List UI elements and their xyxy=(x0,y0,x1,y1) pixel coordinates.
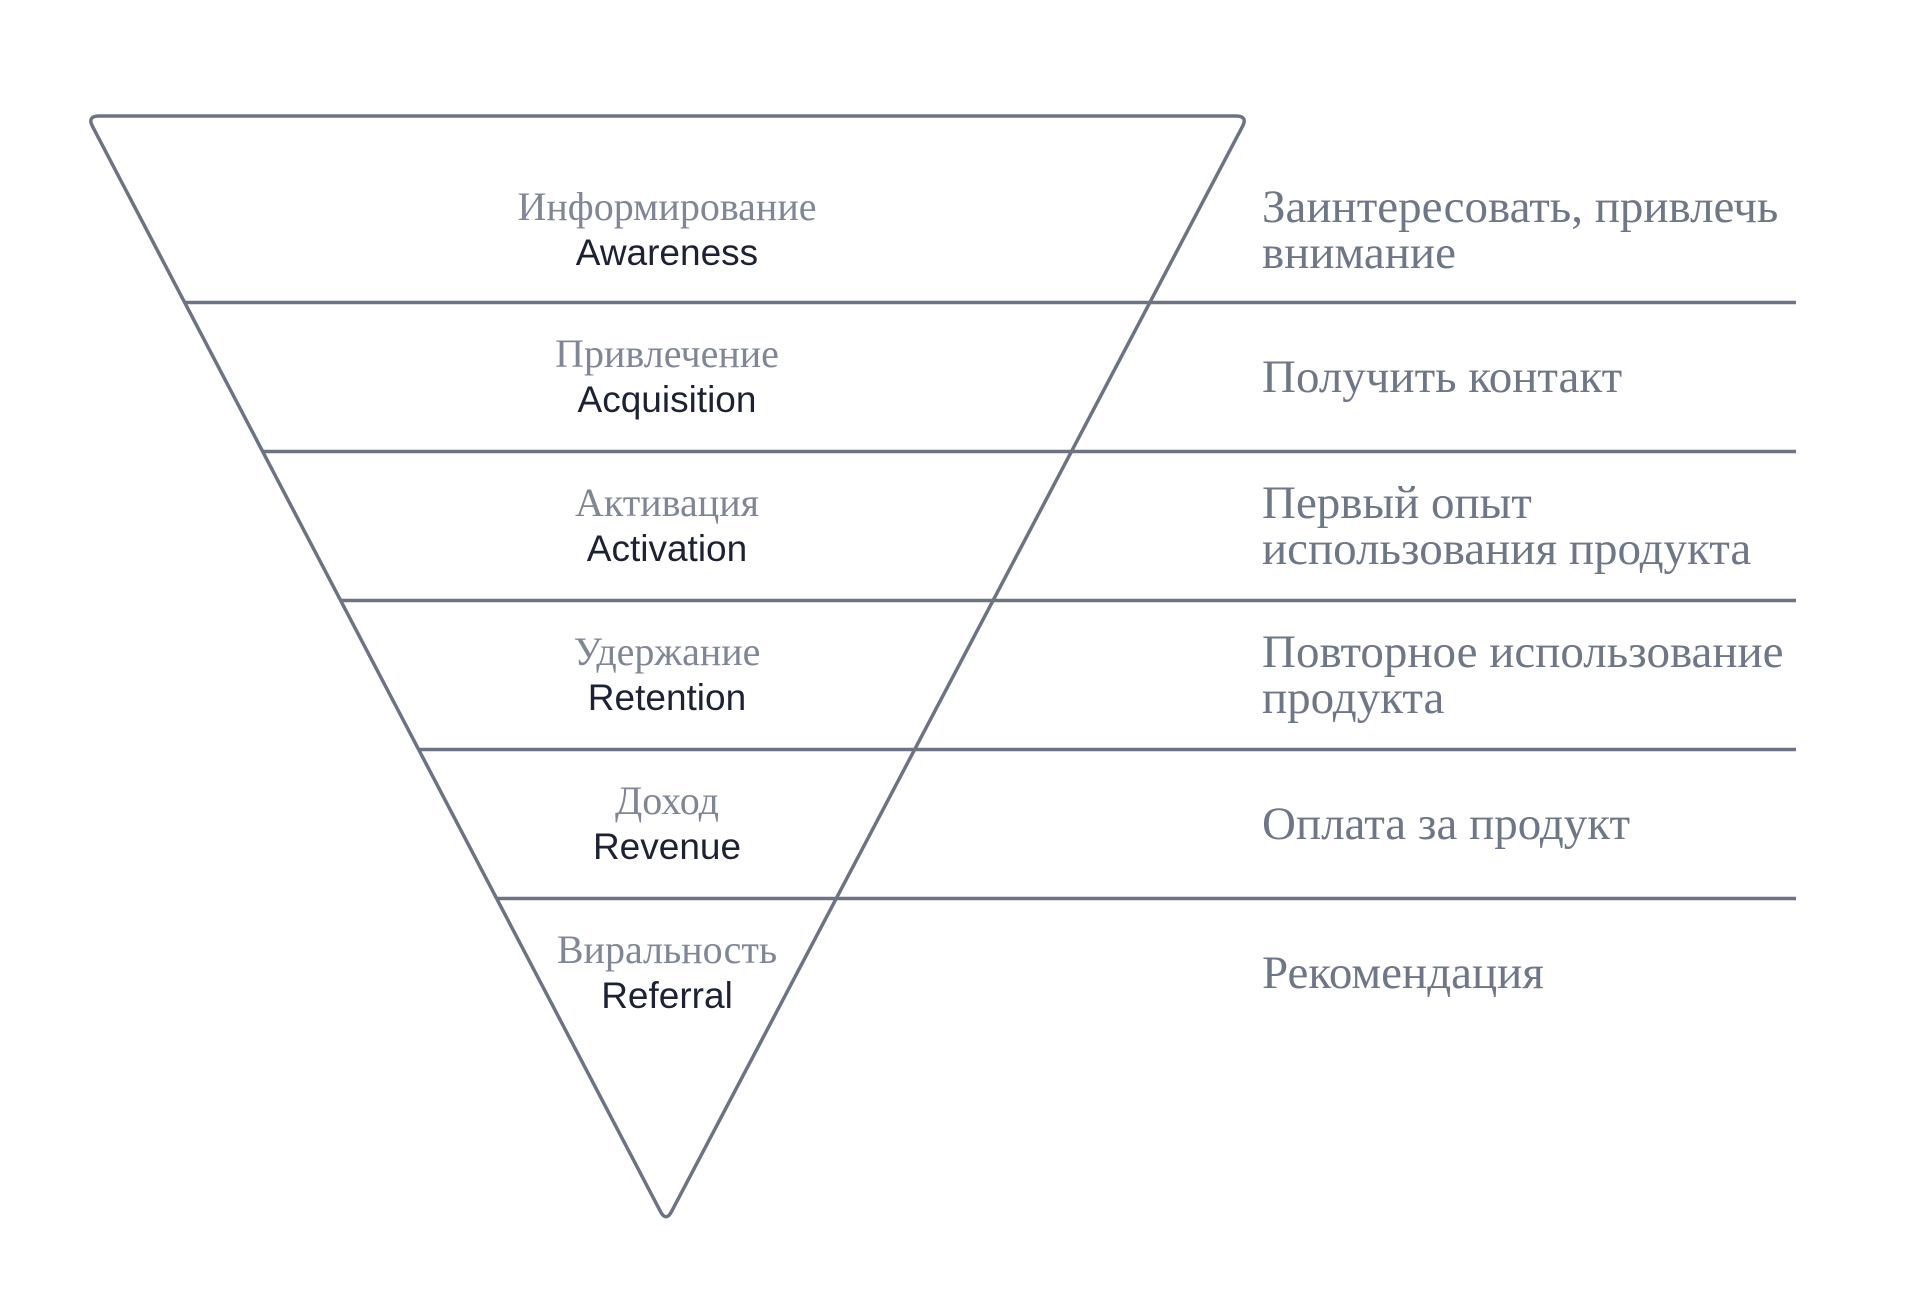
description-line: использования продукта xyxy=(1262,523,1752,575)
description-line: Первый опыт xyxy=(1262,477,1532,529)
stage-retention-labels: Удержание Retention xyxy=(574,629,761,721)
description-line: продукта xyxy=(1262,672,1445,724)
stage-awareness-description: Заинтересовать, привлечь внимание xyxy=(1262,181,1779,279)
description-line: Повторное использование xyxy=(1262,626,1784,678)
stage-label-en: Awareness xyxy=(575,232,759,273)
stage-referral-labels: Виральность Referral xyxy=(557,927,777,1019)
stage-retention-description: Повторное использование продукта xyxy=(1262,626,1784,724)
stage-label-en: Retention xyxy=(587,677,747,718)
stage-label-ru: Удержание xyxy=(573,629,761,674)
stage-label-ru: Доход xyxy=(615,778,719,823)
stage-acquisition-labels: Привлечение Acquisition xyxy=(555,331,779,423)
description-line: Получить контакт xyxy=(1262,351,1623,403)
stage-label-en: Acquisition xyxy=(577,379,757,420)
stage-label-en: Referral xyxy=(601,975,733,1016)
stage-label-ru: Привлечение xyxy=(555,331,779,376)
stage-label-en: Revenue xyxy=(592,826,742,867)
stage-acquisition-description: Получить контакт xyxy=(1262,351,1623,403)
funnel-triangle xyxy=(89,114,1246,1219)
description-line: Оплата за продукт xyxy=(1262,798,1631,850)
stage-activation-description: Первый опыт использования продукта xyxy=(1262,477,1752,575)
stage-activation-labels: Активация Activation xyxy=(575,480,759,572)
stage-awareness-labels: Информирование Awareness xyxy=(517,184,816,276)
stage-revenue-description: Оплата за продукт xyxy=(1262,798,1631,850)
stage-label-en: Activation xyxy=(586,528,748,569)
stage-label-ru: Виральность xyxy=(556,927,778,972)
stage-label-ru: Активация xyxy=(574,480,760,525)
stage-revenue-labels: Доход Revenue xyxy=(593,778,741,870)
description-line: Рекомендация xyxy=(1262,947,1544,999)
description-line: Заинтересовать, привлечь xyxy=(1262,181,1779,233)
description-line: внимание xyxy=(1262,227,1456,279)
stage-label-ru: Информирование xyxy=(517,184,817,229)
stage-referral-description: Рекомендация xyxy=(1262,947,1544,999)
